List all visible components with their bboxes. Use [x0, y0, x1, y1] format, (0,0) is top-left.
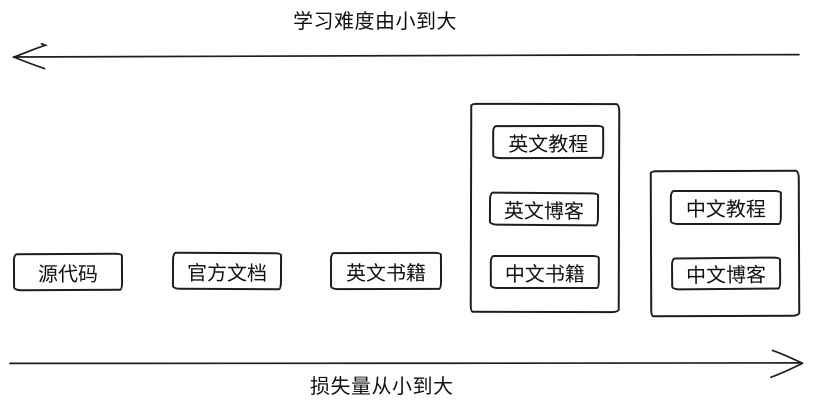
- node-english-tutorials: 英文教程: [492, 124, 605, 160]
- node-english-tutorials-label: 英文教程: [508, 133, 589, 156]
- node-source-code: 源代码: [12, 252, 124, 292]
- group-chinese-tutorials-blogs: 中文教程 中文博客: [649, 169, 801, 318]
- top-arrow-line: [13, 53, 800, 58]
- node-official-docs-label: 官方文档: [186, 262, 268, 285]
- node-chinese-blogs-label: 中文博客: [686, 264, 767, 288]
- node-source-code-label: 源代码: [37, 263, 99, 286]
- node-official-docs: 官方文档: [171, 251, 283, 291]
- top-axis-label: 学习难度由小到大: [293, 11, 457, 33]
- bottom-arrow-right: [9, 349, 804, 379]
- node-english-blogs-label: 英文博客: [503, 200, 585, 223]
- top-arrow-head-upper: [12, 42, 49, 59]
- group-english-tutorials-blogs-chinese-books: 英文教程 英文博客 中文书籍: [469, 102, 621, 314]
- node-english-books: 英文书籍: [329, 251, 443, 291]
- node-chinese-tutorials-label: 中文教程: [685, 198, 766, 222]
- bottom-arrow-line: [9, 362, 802, 365]
- node-english-blogs: 英文博客: [488, 191, 600, 227]
- node-chinese-tutorials: 中文教程: [669, 189, 782, 226]
- bottom-arrow-head-upper: [771, 349, 804, 365]
- top-arrow-head-lower: [12, 56, 46, 70]
- bottom-axis-label: 损失量从小到大: [310, 376, 454, 398]
- node-chinese-books: 中文书籍: [489, 254, 600, 290]
- node-english-books-label: 英文书籍: [345, 262, 427, 285]
- top-arrow-left: [12, 42, 800, 70]
- bottom-arrow-head-lower: [770, 362, 804, 379]
- node-chinese-books-label: 中文书籍: [504, 263, 585, 286]
- node-chinese-blogs: 中文博客: [670, 256, 782, 291]
